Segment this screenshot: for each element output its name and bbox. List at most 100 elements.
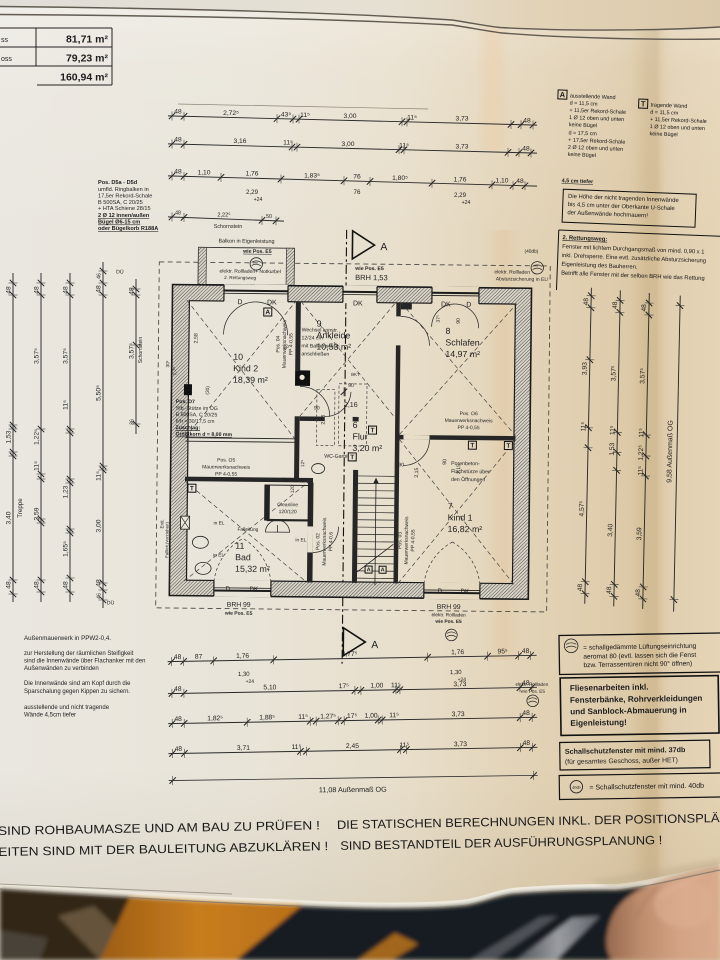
svg-text:Cleanline: Cleanline <box>277 502 298 508</box>
svg-text:A: A <box>367 567 371 573</box>
svg-text:wie Pos. E5: wie Pos. E5 <box>434 619 462 625</box>
svg-text:Pos. O6: Pos. O6 <box>460 411 478 417</box>
svg-text:Pos. D5a - D5d: Pos. D5a - D5d <box>98 180 138 186</box>
svg-text:90: 90 <box>398 462 404 468</box>
svg-text:48: 48 <box>522 648 530 655</box>
svg-text:Flachstürze über: Flachstürze über <box>451 469 490 475</box>
svg-text:3,00: 3,00 <box>341 141 354 148</box>
svg-text:PP 4-0,55: PP 4-0,55 <box>215 471 237 477</box>
svg-text:4,5 cm tiefer: 4,5 cm tiefer <box>562 178 595 185</box>
svg-text:Die Innenwände sind am Kopf du: Die Innenwände sind am Kopf durch die <box>24 681 131 687</box>
svg-text:T: T <box>190 485 194 492</box>
svg-text:(30): (30) <box>205 386 211 395</box>
svg-text:48: 48 <box>6 581 13 589</box>
svg-text:48: 48 <box>175 211 181 217</box>
svg-text:Mauerwerksnachweis: Mauerwerksnachweis <box>202 464 251 471</box>
svg-text:11⁵: 11⁵ <box>638 428 645 438</box>
svg-text:46: 46 <box>97 273 103 279</box>
svg-text:Ankleide: Ankleide <box>316 330 350 340</box>
svg-text:Die Höhe der nicht tragenden I: Die Höhe der nicht tragenden Innenwände <box>568 194 680 204</box>
svg-text:11⁵: 11⁵ <box>580 422 587 432</box>
svg-text:umfld. Ringbalken in: umfld. Ringbalken in <box>98 187 149 193</box>
svg-text:9,58 Außenmaß OG: 9,58 Außenmaß OG <box>666 420 674 483</box>
svg-text:Falleitung: Falleitung <box>283 477 304 483</box>
svg-text:4,57⁵: 4,57⁵ <box>579 500 586 516</box>
svg-text:11⁵: 11⁵ <box>391 682 401 689</box>
svg-text:in EL: in EL <box>295 537 306 543</box>
svg-text:2,45: 2,45 <box>346 743 359 750</box>
svg-text:A: A <box>381 567 385 573</box>
svg-text:D: D <box>237 299 242 306</box>
svg-text:11: 11 <box>235 541 244 551</box>
svg-text:2. Rettungsweg:: 2. Rettungsweg: <box>562 235 607 243</box>
svg-text:Eigenleistung!: Eigenleistung! <box>570 718 627 728</box>
svg-text:Stb.-Stütze im OG: Stb.-Stütze im OG <box>176 406 218 412</box>
svg-text:1,82⁵: 1,82⁵ <box>207 715 223 722</box>
svg-text:6: 6 <box>353 420 358 430</box>
svg-text:1,83⁵: 1,83⁵ <box>304 172 320 179</box>
svg-text:3,16: 3,16 <box>233 138 246 145</box>
svg-text:2 Ø 12 oben und unten: 2 Ø 12 oben und unten <box>568 145 623 153</box>
svg-text:3,73: 3,73 <box>455 116 468 123</box>
svg-text:Falleitung: Falleitung <box>237 527 258 533</box>
svg-text:87: 87 <box>195 654 203 661</box>
svg-text:= Schallschutzfenster mit mind: = Schallschutzfenster mit mind. 40db <box>589 783 704 792</box>
svg-text:2,29: 2,29 <box>246 189 259 196</box>
svg-text:anschließen: anschließen <box>301 351 329 357</box>
svg-text:Mauerwerksnachweis: Mauerwerksnachweis <box>404 516 411 565</box>
svg-text:Balkon in Eigenleistung: Balkon in Eigenleistung <box>218 238 274 245</box>
svg-text:ausstellende und nicht tragend: ausstellende und nicht tragende <box>24 705 110 711</box>
svg-text:A: A <box>371 639 378 651</box>
svg-text:48: 48 <box>522 710 530 717</box>
svg-text:48: 48 <box>96 579 103 587</box>
svg-text:BKT: BKT <box>351 372 360 377</box>
svg-text:Größtkorn d = 8,00 mm: Größtkorn d = 8,00 mm <box>175 432 232 439</box>
svg-text:1,80⁵: 1,80⁵ <box>392 175 408 182</box>
svg-text:Fallleit.(vorziehen): Fallleit.(vorziehen) <box>164 521 169 557</box>
svg-text:90: 90 <box>348 383 354 389</box>
svg-text:der Außenwände hochmauern!: der Außenwände hochmauern! <box>567 210 648 219</box>
svg-text:ss: ss <box>1 37 9 44</box>
svg-text:16,82 m²: 16,82 m² <box>447 524 482 534</box>
svg-text:2,72⁵: 2,72⁵ <box>223 110 239 117</box>
svg-text:DK: DK <box>441 301 451 308</box>
svg-text:elektr. Rollladen: elektr. Rollladen <box>494 269 530 275</box>
svg-text:48: 48 <box>522 145 530 152</box>
svg-text:bzw. Terrassentüren nicht 90°: bzw. Terrassentüren nicht 90° öffnen) <box>583 659 692 669</box>
svg-text:1,65⁵: 1,65⁵ <box>63 541 70 557</box>
svg-text:Mauerwerksnachweis: Mauerwerksnachweis <box>322 517 329 566</box>
svg-text:T: T <box>350 454 354 461</box>
svg-text:1,23: 1,23 <box>63 485 70 498</box>
svg-text:Bügel Ø6-15 cm: Bügel Ø6-15 cm <box>98 220 140 226</box>
svg-text:= schallgedämmte Lüftungseinri: = schallgedämmte Lüftungseinrichtung <box>583 643 697 652</box>
svg-text:48: 48 <box>577 584 584 592</box>
svg-text:Fensterbänke, Rohrverkleidunge: Fensterbänke, Rohrverkleidungen <box>570 694 703 705</box>
svg-text:3,73: 3,73 <box>454 741 467 748</box>
svg-text:D: D <box>226 586 231 593</box>
svg-text:Wechsel konstr.: Wechsel konstr. <box>302 327 339 333</box>
svg-text:A: A <box>560 90 566 99</box>
svg-text:Pos. 02: Pos. 02 <box>315 533 321 550</box>
svg-text:48: 48 <box>34 581 41 589</box>
svg-text:3,57⁵: 3,57⁵ <box>610 365 617 381</box>
svg-text:3,57⁵: 3,57⁵ <box>129 343 136 359</box>
svg-text:Schornstein: Schornstein <box>138 337 144 364</box>
svg-text:PP 4-0,55: PP 4-0,55 <box>410 529 416 551</box>
svg-text:T: T <box>506 443 510 450</box>
svg-text:2,15: 2,15 <box>321 414 327 424</box>
svg-text:in EL: in EL <box>213 552 224 558</box>
svg-text:Mauerwerksnachweis: Mauerwerksnachweis <box>445 418 494 425</box>
svg-text:11⁵: 11⁵ <box>389 712 399 719</box>
svg-text:9: 9 <box>317 319 322 329</box>
svg-text:oder Bügelkorb R188A: oder Bügelkorb R188A <box>98 226 158 232</box>
svg-text:90: 90 <box>314 405 320 411</box>
svg-text:wie Pos. E5: wie Pos. E5 <box>354 266 384 272</box>
svg-text:4,77⁵: 4,77⁵ <box>342 651 358 658</box>
svg-text:3,40: 3,40 <box>6 511 13 524</box>
svg-text:B 500SA, C 20/25: B 500SA, C 20/25 <box>176 412 218 418</box>
svg-text:PP 4-0,55: PP 4-0,55 <box>457 425 479 431</box>
svg-text:48: 48 <box>175 746 183 753</box>
svg-text:3,93: 3,93 <box>582 362 589 375</box>
svg-text:1,10: 1,10 <box>495 178 508 185</box>
svg-text:Bad: Bad <box>235 552 251 562</box>
